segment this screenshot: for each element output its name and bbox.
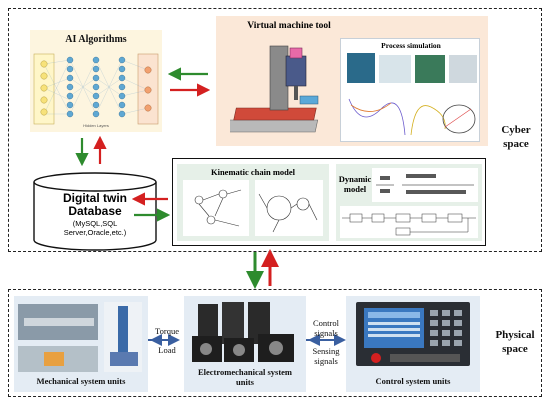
control-units-label: Control system units [375,376,451,386]
kinematic-chain-title: Kinematic chain model [210,167,296,177]
machine-tool-3d-icon [230,45,319,133]
process-simulation-plots [347,53,477,136]
database-sub-1: (MySQL,SQL [72,219,118,228]
cyber-space-label-1: Cyber [501,124,531,136]
cyber-space-label-2: space [503,138,529,150]
control-signals-label-1: Control [313,318,339,328]
neural-network-diagram [33,53,159,125]
physical-space-frame [8,289,542,397]
sensing-signals-label-1: Sensing [312,346,340,356]
mechanical-units-label: Mechanical system units [36,376,126,386]
kinematic-chain-panel: Kinematic chain model [177,164,329,241]
electromech-units-label-2: units [236,377,254,387]
virtual-machine-tool-title: Virtual machine tool [247,21,331,31]
mechanical-units-photos [18,302,142,372]
control-units-panel: Control system units [346,296,480,392]
cnc-controller-photo [356,302,470,366]
electromechanical-units-panel: Electromechanical system units [184,296,306,392]
electromech-units-label-1: Electromechanical system [197,367,293,377]
load-label: Load [158,345,176,355]
database-cylinder-icon [33,172,157,251]
dynamic-model-title-2: model [343,184,367,194]
physical-space-label-1: Physical [495,329,535,341]
servo-drives-photo [192,302,294,362]
kinematic-chain-diagram [183,180,323,236]
ai-algorithms-title: AI Algorithms [65,34,127,45]
database-sub-2: Server,Oracle,etc.) [63,228,127,237]
process-simulation-title: Process simulation [381,41,441,50]
torque-label: Torque [155,326,179,336]
control-signals-label-2: signals [314,328,338,338]
dynamic-model-title-1: Dynamic [338,174,372,184]
virtual-machine-tool-panel: Virtual machine tool Process simulation [216,16,488,146]
dynamic-model-panel: Dynamic model [336,164,482,241]
model-frame [172,158,486,246]
hidden-layers-caption: Hidden Layers [83,123,109,128]
database-title-1: Digital twin [63,191,127,205]
ai-algorithms-panel: AI Algorithms Hi [30,30,162,132]
process-simulation-box: Process simulation [340,38,480,142]
sensing-signals-label-2: signals [314,356,338,366]
database-title-2: Database [68,204,122,218]
dynamic-model-equation-and-blocks [340,168,478,238]
mechanical-units-panel: Mechanical system units [14,296,148,392]
physical-space-label-2: space [502,343,528,355]
digital-twin-database: Digital twin Database (MySQL,SQL Server,… [32,172,158,252]
